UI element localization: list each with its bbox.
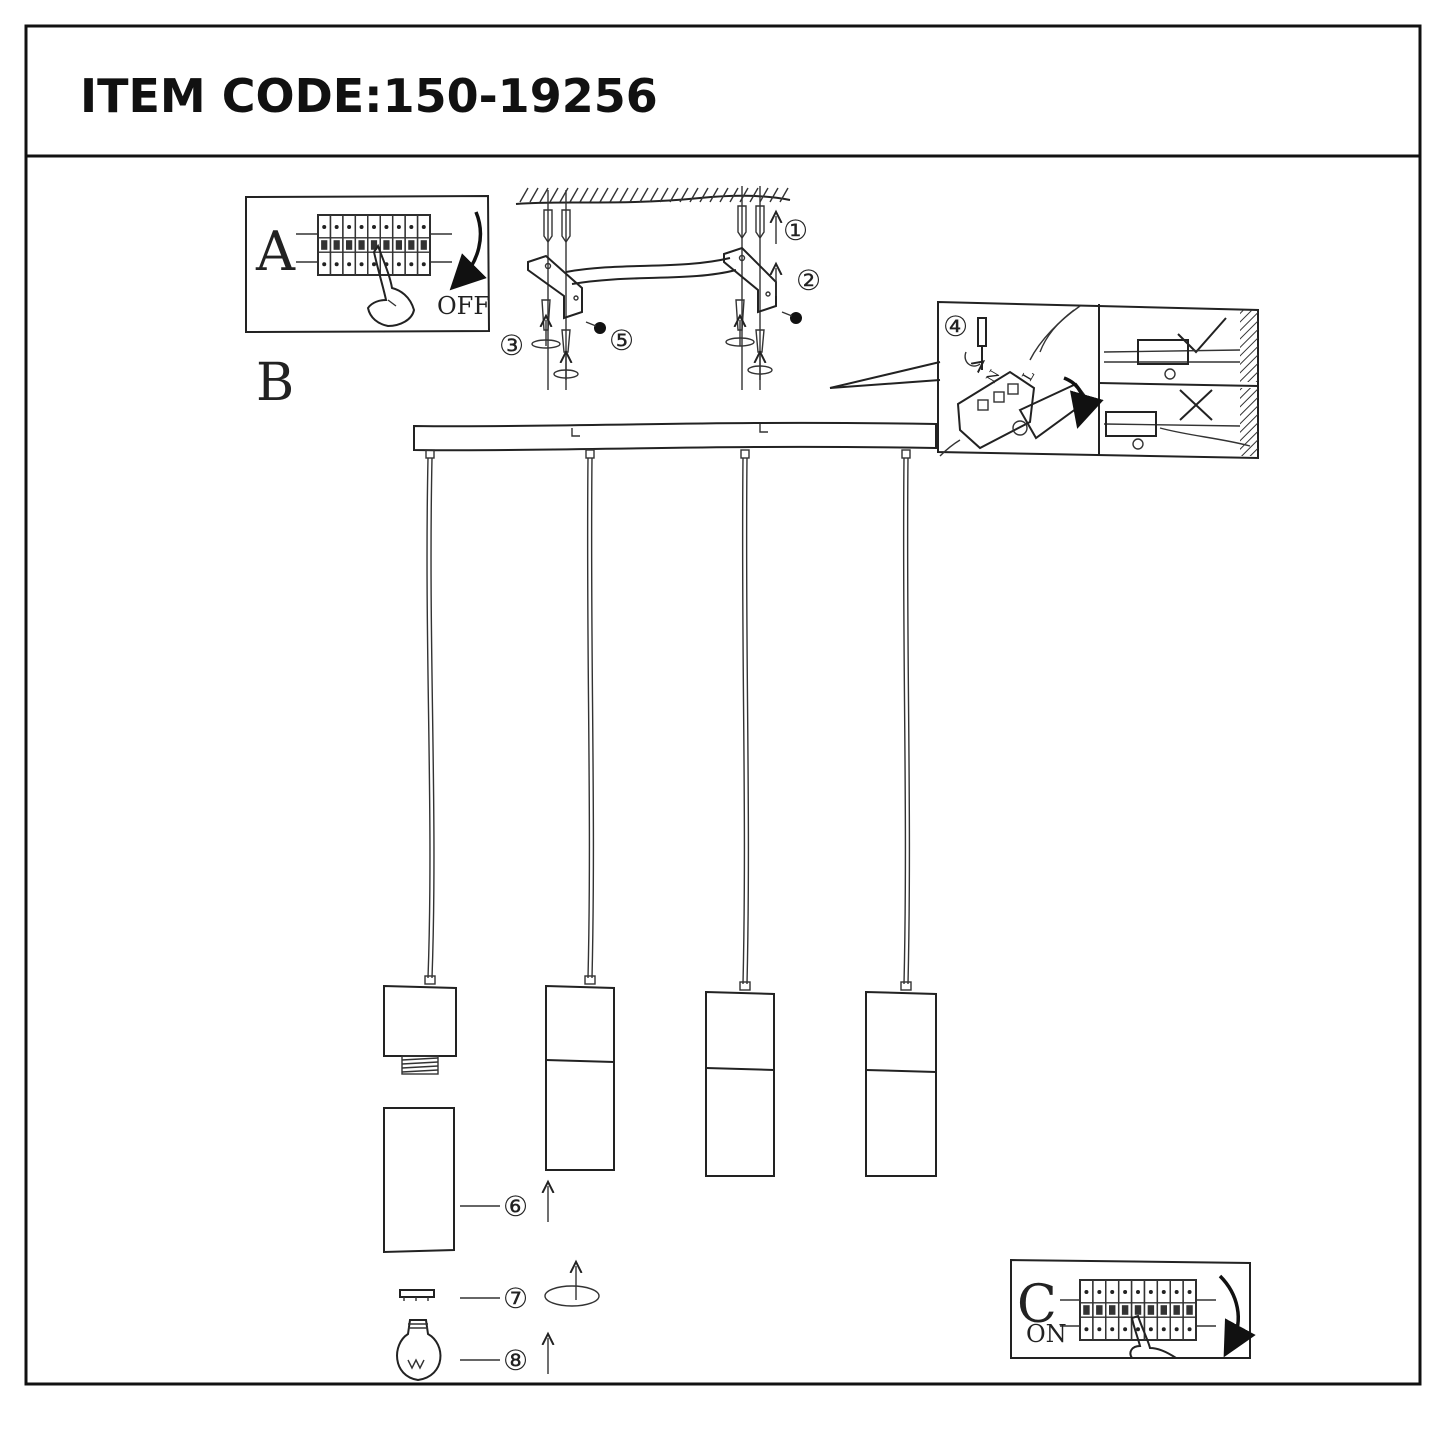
wrong-install-example <box>1103 388 1258 456</box>
panel-a-letter: A <box>255 220 296 283</box>
suspension-cable <box>741 457 746 985</box>
breaker-switch <box>404 214 419 276</box>
mounting-bracket <box>527 246 777 320</box>
item-code-title: ITEM CODE:150-19256 <box>80 69 658 123</box>
breaker-switch <box>317 214 332 276</box>
panel-c-breaker-on: C ON <box>1010 1258 1256 1359</box>
breaker-switch <box>354 214 369 276</box>
panel-b-letter: B <box>256 353 294 413</box>
panel-c-state: ON <box>1026 1320 1067 1348</box>
down-arrow-icon <box>449 211 487 291</box>
assembly-steps: ⑥ ⑦ ⑧ <box>383 1107 600 1382</box>
ceiling-mounting-diagram: ① ② ③ ⑤ <box>499 186 821 390</box>
up-arrow-icon <box>1218 1274 1256 1358</box>
breaker-switch <box>1105 1279 1120 1341</box>
panel-a-state: OFF <box>437 292 490 320</box>
breaker-switch <box>1079 1279 1094 1341</box>
terminal-n-label: N <box>984 367 1004 386</box>
breaker-switch <box>1143 1279 1159 1341</box>
suspension-cable <box>902 457 907 985</box>
terminal-l-label: L <box>1020 368 1039 384</box>
breaker-switch <box>391 214 406 276</box>
step-4-label: ④ <box>943 310 968 343</box>
step-6-shade: ⑥ <box>383 1107 548 1254</box>
step-7-label: ⑦ <box>503 1282 528 1315</box>
lamp-shade <box>865 990 937 1177</box>
breaker-switch <box>1182 1279 1197 1341</box>
breaker-switch <box>329 214 344 276</box>
breaker-switch <box>342 214 357 276</box>
suspension-cable <box>426 457 431 979</box>
step-6-label: ⑥ <box>503 1190 528 1223</box>
step-7-cap: ⑦ <box>399 1266 600 1315</box>
lamp-shade <box>383 984 457 1057</box>
lamp-shade <box>545 984 615 1171</box>
outer-frame <box>24 24 1422 1386</box>
breaker-block-a <box>317 214 431 276</box>
ceiling-bar <box>413 421 937 452</box>
step-1-label: ① <box>783 214 808 247</box>
pendant-lamp <box>383 449 457 1075</box>
pendant-lamp <box>705 449 775 1177</box>
lamp-socket <box>401 1055 439 1075</box>
step-3-label: ③ <box>499 329 524 362</box>
screwdriver-icon <box>964 317 987 370</box>
light-bulb-icon <box>396 1319 442 1382</box>
hand-icon-a <box>366 243 416 328</box>
pendant-lamp <box>545 449 615 1171</box>
breaker-block-c <box>1079 1279 1197 1341</box>
correct-install-example <box>1103 310 1258 382</box>
panel-a-breaker-off: A OFF <box>245 194 491 334</box>
breaker-switch <box>1169 1279 1184 1341</box>
breaker-switch <box>1117 1279 1133 1341</box>
wiring-detail-panel: ④ N L <box>829 300 1259 460</box>
breaker-switch <box>1130 1279 1146 1341</box>
hand-icon-c <box>1129 1314 1180 1359</box>
breaker-switch <box>416 214 431 276</box>
step-2-label: ② <box>796 264 821 297</box>
step-5-label: ⑤ <box>609 324 634 357</box>
step-8-bulb: ⑧ <box>396 1319 548 1382</box>
pendant-fixture <box>383 421 937 1177</box>
pendant-lamp <box>865 449 937 1177</box>
breaker-switch <box>1156 1279 1171 1341</box>
breaker-switch <box>1092 1279 1107 1341</box>
step-8-label: ⑧ <box>503 1344 528 1377</box>
lamp-shade <box>705 990 775 1177</box>
panel-c-letter: C <box>1017 1275 1057 1335</box>
suspension-cable <box>586 457 591 979</box>
